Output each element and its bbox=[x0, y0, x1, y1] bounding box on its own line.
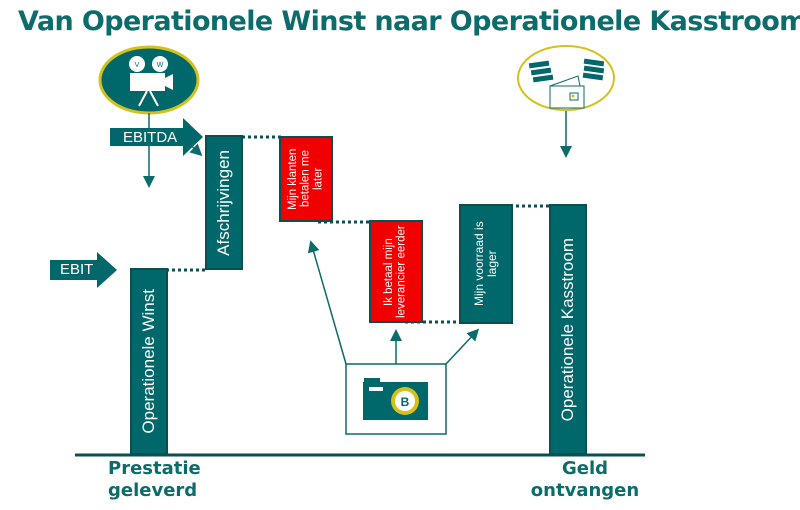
label-geld-ontvangen: Geld ontvangen bbox=[530, 458, 640, 501]
photo-camera-icon: B bbox=[363, 378, 428, 420]
bar-label: Operationele Kasstroom bbox=[557, 237, 577, 422]
film-camera-icon: V W bbox=[98, 45, 200, 115]
dotted-connectors bbox=[166, 135, 554, 324]
bar-klanten-betalen-later: Mijn klanten betalen me later bbox=[279, 136, 333, 222]
wallet-money-icon bbox=[517, 45, 615, 111]
label-prestatie-geleverd: Prestatie geleverd bbox=[108, 458, 201, 501]
svg-text:V: V bbox=[135, 62, 140, 69]
svg-text:B: B bbox=[401, 395, 410, 409]
bar-afschrijvingen: Afschrijvingen bbox=[205, 135, 243, 270]
ebitda-label: EBITDA bbox=[123, 129, 178, 146]
ebit-arrow bbox=[50, 252, 117, 288]
bar-voorraad-lager: Mijn voorraad is lager bbox=[459, 204, 513, 324]
bar-operationele-kasstroom: Operationele Kasstroom bbox=[549, 204, 587, 455]
bar-label: Mijn voorraad is lager bbox=[471, 221, 499, 307]
bar-label: Afschrijvingen bbox=[213, 149, 233, 256]
bar-label: Operationele Winst bbox=[138, 289, 158, 434]
page-title: Van Operationele Winst naar Operationele… bbox=[18, 6, 800, 37]
svg-text:W: W bbox=[157, 62, 164, 69]
ebitda-arrow bbox=[110, 118, 203, 156]
bar-label: Mijn klanten betalen me later bbox=[287, 148, 325, 210]
bar-leverancier-eerder: Ik betaal mijn leverancier eerder bbox=[369, 220, 423, 323]
ebit-label: EBIT bbox=[60, 261, 94, 278]
bar-operationele-winst: Operationele Winst bbox=[130, 268, 168, 455]
bar-label: Ik betaal mijn leverancier eerder bbox=[383, 225, 408, 318]
